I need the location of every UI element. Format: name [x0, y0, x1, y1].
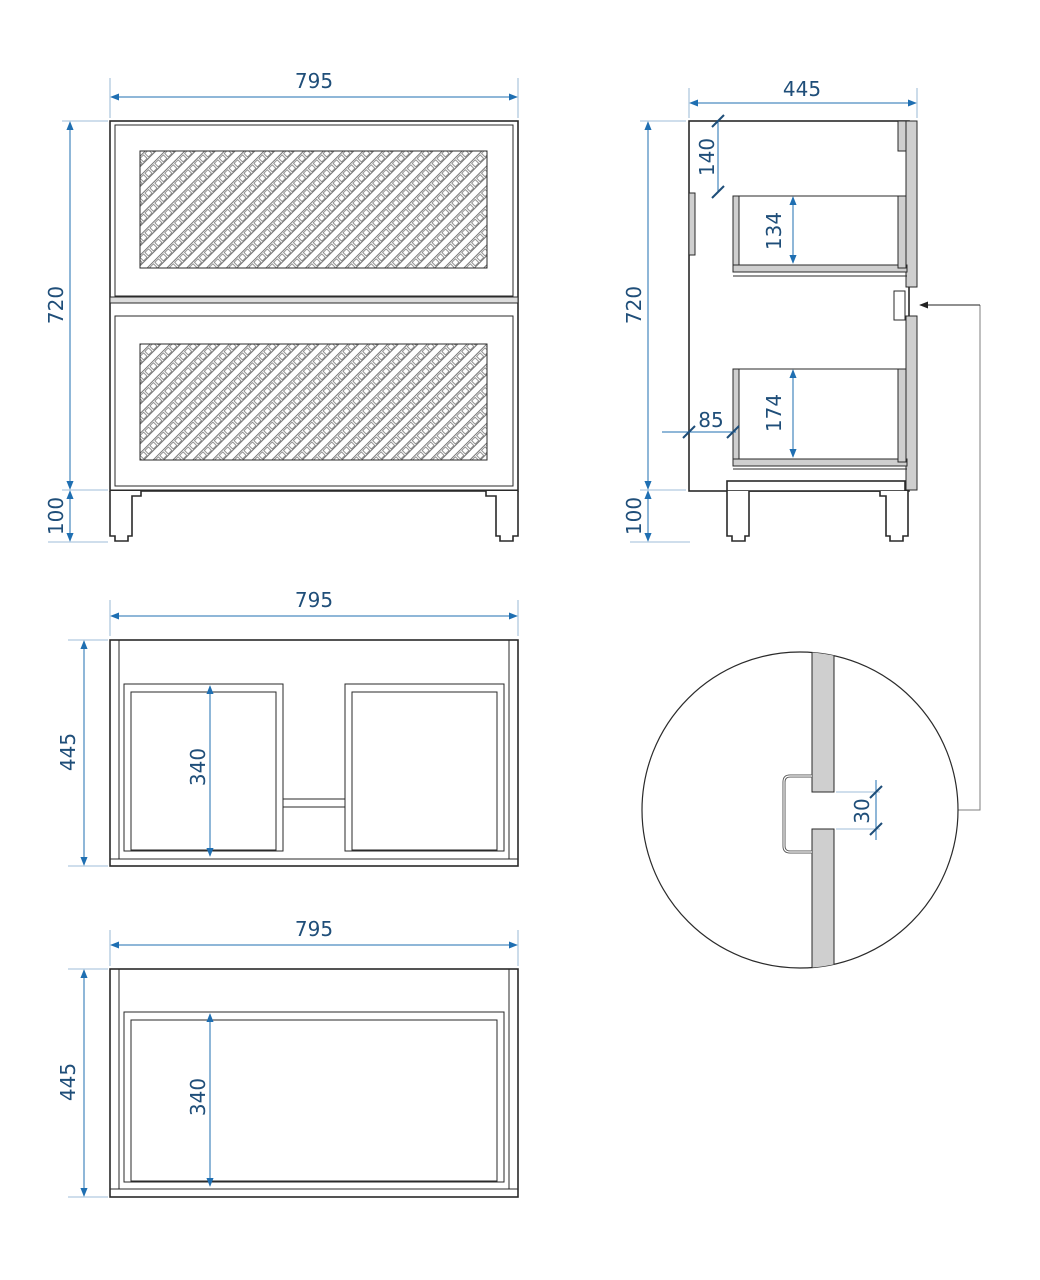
plan1-width-label: 795 [295, 588, 333, 612]
top-offset-label: 140 [695, 138, 719, 176]
plan2-width-label: 795 [295, 917, 333, 941]
side-height-label: 720 [622, 286, 646, 324]
plan2-depth-label: 445 [56, 1063, 80, 1101]
handle-profile [893, 290, 906, 321]
side-leg-label: 100 [622, 497, 646, 535]
plan2-drawer [123, 1011, 505, 1183]
lower-weave-panel [139, 343, 488, 461]
plan-two-drawers: 795 445 340 [56, 588, 519, 867]
left-leg [109, 491, 142, 542]
side-left-leg [726, 491, 750, 542]
plan1-left-drawer [123, 683, 284, 852]
plan1-center-rail [282, 798, 346, 808]
detail-view: 30 [641, 651, 959, 969]
front-view: 795 720 100 [44, 69, 519, 543]
right-leg [485, 491, 519, 542]
detail-leader-line [958, 305, 981, 811]
side-rail [688, 192, 696, 256]
upper-drawer-height-label: 134 [762, 212, 786, 250]
lower-drawer-back [732, 368, 740, 466]
drawer-divider [109, 296, 519, 304]
detail-circle [641, 651, 959, 969]
plan1-body [109, 639, 519, 867]
upper-weave-panel [139, 150, 488, 269]
plan1-right-drawer [344, 683, 505, 852]
side-depth-label: 445 [783, 77, 821, 101]
side-right-leg [879, 491, 909, 542]
side-body [688, 120, 910, 492]
front-width-label: 795 [295, 69, 333, 93]
upper-drawer-back [732, 195, 740, 269]
lower-drawer-bottom [732, 458, 908, 467]
upper-drawer-front [114, 124, 514, 297]
plan2-body [109, 968, 519, 1198]
lower-drawer-front [114, 315, 514, 487]
detail-gap-label: 30 [850, 798, 874, 823]
upper-drawer-bottom [732, 264, 908, 273]
plan1-depth-label: 445 [56, 733, 80, 771]
front-height-label: 720 [44, 286, 68, 324]
plan2-inner-depth-label: 340 [186, 1078, 210, 1116]
detail-upper-panel [811, 652, 835, 793]
plan1-inner-depth-label: 340 [186, 748, 210, 786]
front-leg-label: 100 [44, 497, 68, 535]
detail-lower-panel [811, 828, 835, 968]
lower-drawer-height-label: 174 [762, 394, 786, 432]
side-view: 445 720 100 134 174 140 [622, 77, 981, 811]
lower-front-panel [905, 315, 918, 491]
plan-single-drawer: 795 445 340 [56, 917, 519, 1198]
detail-handle [783, 775, 812, 853]
inset-label: 85 [698, 408, 723, 432]
